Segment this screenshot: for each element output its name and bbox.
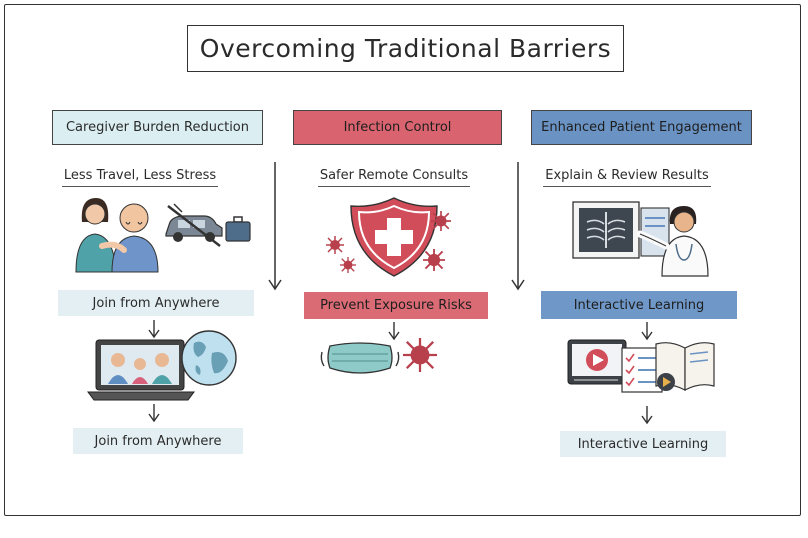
checklist-icon [621,347,663,393]
header-caregiver-burden-reduction: Caregiver Burden Reduction [52,110,263,145]
diagram-title: Overcoming Traditional Barriers [187,25,624,72]
video-player-icon [567,339,627,385]
arrow-small-col3-a [641,322,653,341]
band-prevent-exposure-risks: Prevent Exposure Risks [304,292,488,319]
arrow-down-right-long [511,162,525,291]
subtitle-less-travel: Less Travel, Less Stress [62,168,218,187]
xray-screen-icon [572,201,670,259]
arrow-small-col1-a [148,320,160,339]
band-join-from-anywhere-2: Join from Anywhere [73,428,243,454]
virus-icon [423,249,445,271]
arrow-down-left-long [268,162,282,291]
open-book-icon [655,342,715,391]
face-mask-icon [320,342,400,374]
crossed-out-car-icon [165,203,223,247]
doctor-icon [636,206,709,277]
virus-icon [340,257,356,273]
laptop-video-call-icon [87,339,195,401]
arrow-small-col2 [388,322,400,341]
virus-icon [403,338,437,372]
subtitle-safer-remote: Safer Remote Consults [318,168,470,187]
subtitle-explain-review: Explain & Review Results [543,168,711,187]
globe-icon [181,330,237,386]
caregiver-with-elder-icon [75,198,159,273]
virus-icon [431,211,451,231]
band-interactive-learning-1: Interactive Learning [541,291,737,319]
band-interactive-learning-2: Interactive Learning [560,431,726,457]
header-enhanced-patient-engagement: Enhanced Patient Engagement [531,110,752,145]
header-infection-control: Infection Control [293,110,502,145]
medical-shield-icon [350,197,438,277]
suitcase-icon [225,216,251,242]
virus-icon [326,236,344,254]
band-join-from-anywhere-1: Join from Anywhere [58,290,254,316]
diagram-frame [4,4,801,516]
arrow-small-col3-b [641,406,653,425]
arrow-small-col1-b [148,404,160,423]
